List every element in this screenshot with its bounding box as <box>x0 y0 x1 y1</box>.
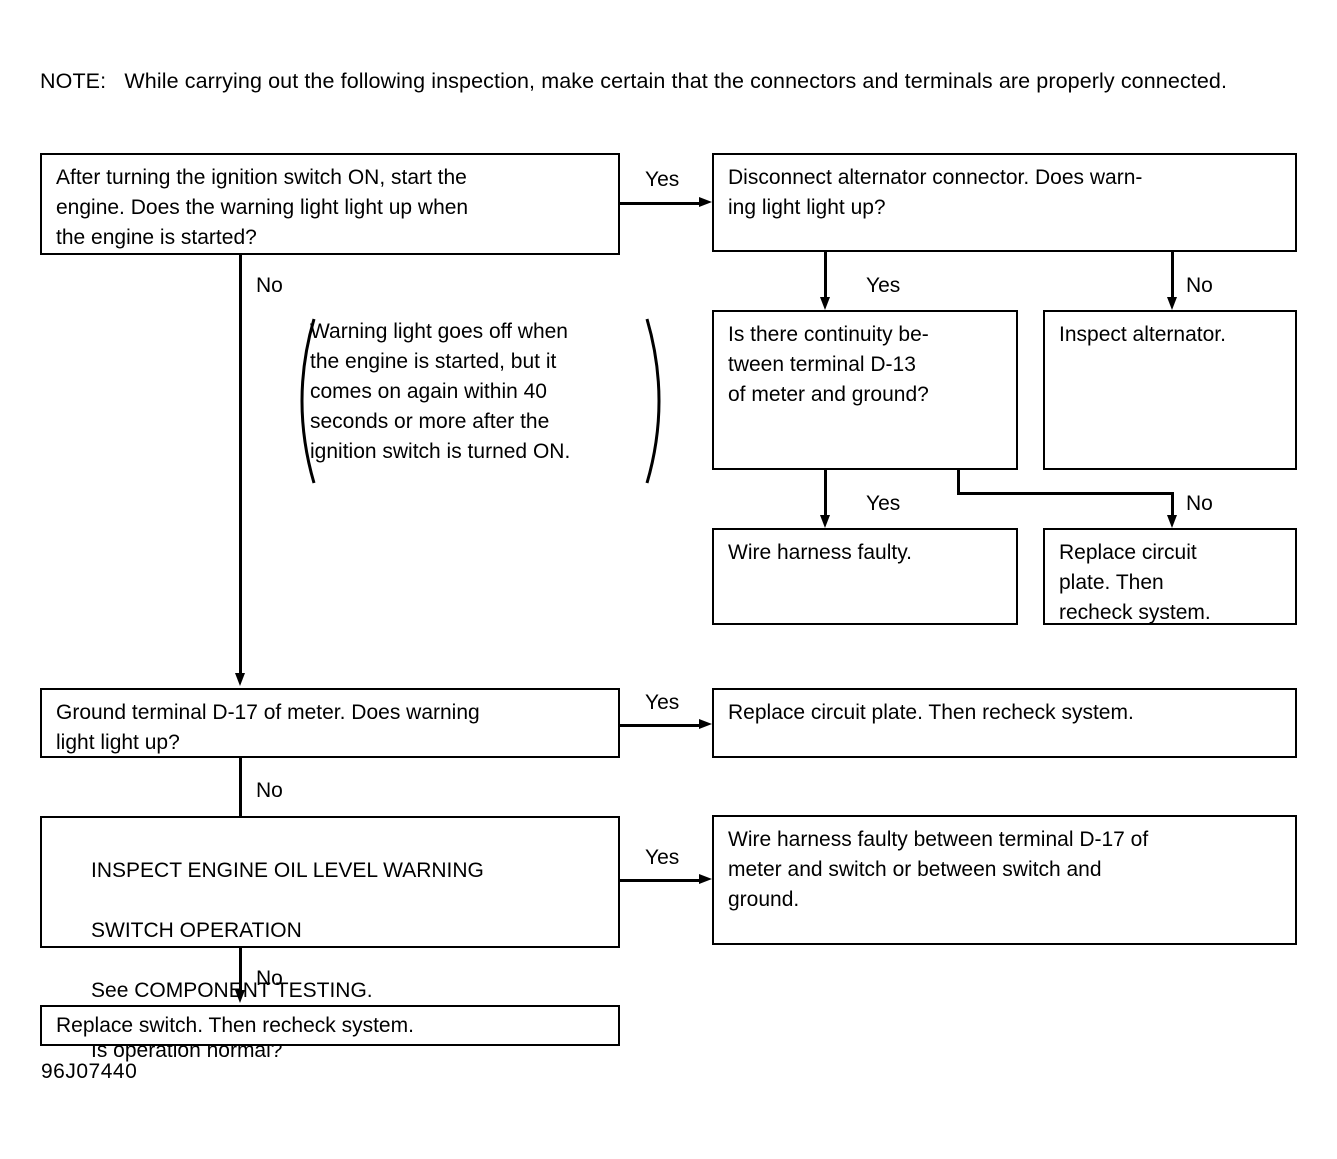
connector-continuity-no-horizontal <box>957 492 1173 495</box>
box-replace-circuit-plate-small-text: Replace circuit plate. Then recheck syst… <box>1059 541 1211 624</box>
connector-continuity-no-stub <box>957 470 960 494</box>
arrowhead-switch-no <box>234 990 245 1003</box>
connector-disconnect-no <box>1171 252 1174 300</box>
arrowhead-disconnect-no <box>1166 297 1177 310</box>
box-inspect-switch-line1: INSPECT ENGINE OIL LEVEL WARNING <box>91 859 484 882</box>
label-yes-disconnect: Yes <box>866 274 901 297</box>
connector-disconnect-yes <box>824 252 827 300</box>
parenthetical-note: Warning light goes off when the engine i… <box>288 317 673 485</box>
label-yes-start: Yes <box>645 168 680 191</box>
arrowhead-continuity-no <box>1166 515 1177 528</box>
label-no-ground: No <box>256 779 283 802</box>
label-yes-continuity: Yes <box>866 492 901 515</box>
box-replace-circuit-plate-small: Replace circuit plate. Then recheck syst… <box>1043 528 1297 625</box>
label-no-switch: No <box>256 967 283 990</box>
box-wire-harness-faulty-text: Wire harness faulty. <box>728 541 913 564</box>
connector-switch-no <box>239 948 242 993</box>
arrowhead-continuity-yes <box>819 515 830 528</box>
box-replace-circuit-plate-wide: Replace circuit plate. Then recheck syst… <box>712 688 1297 758</box>
arrowhead-disconnect-yes <box>819 297 830 310</box>
box-start-question-text: After turning the ignition switch ON, st… <box>56 166 469 249</box>
box-ground-d17: Ground terminal D-17 of meter. Does warn… <box>40 688 620 758</box>
box-inspect-alternator: Inspect alternator. <box>1043 310 1297 470</box>
box-inspect-switch-line2: SWITCH OPERATION <box>91 919 302 942</box>
label-yes-ground: Yes <box>645 691 680 714</box>
figure-id: 96J07440 <box>41 1060 138 1083</box>
connector-continuity-yes <box>824 470 827 518</box>
box-inspect-switch-line3: See COMPONENT TESTING. <box>91 979 373 1002</box>
box-disconnect-alternator-text: Disconnect alternator connector. Does wa… <box>728 166 1143 219</box>
arrowhead-start-no <box>234 673 245 686</box>
box-inspect-alternator-text: Inspect alternator. <box>1059 323 1226 346</box>
connector-start-no <box>239 255 242 675</box>
box-start-question: After turning the ignition switch ON, st… <box>40 153 620 255</box>
connector-ground-no <box>239 758 242 816</box>
label-no-start: No <box>256 274 283 297</box>
box-wire-harness-d17: Wire harness faulty between terminal D-1… <box>712 815 1297 945</box>
arrowhead-switch-yes <box>699 874 712 884</box>
label-no-continuity: No <box>1186 492 1213 515</box>
box-wire-harness-d17-text: Wire harness faulty between terminal D-1… <box>728 828 1149 911</box>
label-no-disconnect: No <box>1186 274 1213 297</box>
box-continuity-d13-text: Is there continuity be- tween terminal D… <box>728 323 929 406</box>
box-continuity-d13: Is there continuity be- tween terminal D… <box>712 310 1018 470</box>
box-disconnect-alternator: Disconnect alternator connector. Does wa… <box>712 153 1297 252</box>
box-replace-switch-text: Replace switch. Then recheck system. <box>56 1014 414 1037</box>
note-text: NOTE: While carrying out the following i… <box>40 69 1228 93</box>
parenthesis-brackets-icon <box>300 318 661 484</box>
arrowhead-start-yes <box>699 197 712 207</box>
box-replace-switch: Replace switch. Then recheck system. <box>40 1005 620 1046</box>
connector-ground-yes <box>620 724 702 727</box>
parenthetical-note-text: Warning light goes off when the engine i… <box>310 320 571 463</box>
box-replace-circuit-plate-wide-text: Replace circuit plate. Then recheck syst… <box>728 701 1134 724</box>
label-yes-switch: Yes <box>645 846 680 869</box>
box-wire-harness-faulty: Wire harness faulty. <box>712 528 1018 625</box>
connector-continuity-no-drop <box>1171 492 1174 518</box>
connector-start-yes <box>620 202 702 205</box>
box-inspect-switch-operation: INSPECT ENGINE OIL LEVEL WARNING SWITCH … <box>40 816 620 1062</box>
box-ground-d17-text: Ground terminal D-17 of meter. Does warn… <box>56 701 480 754</box>
arrowhead-ground-yes <box>699 719 712 729</box>
connector-switch-yes <box>620 879 702 882</box>
